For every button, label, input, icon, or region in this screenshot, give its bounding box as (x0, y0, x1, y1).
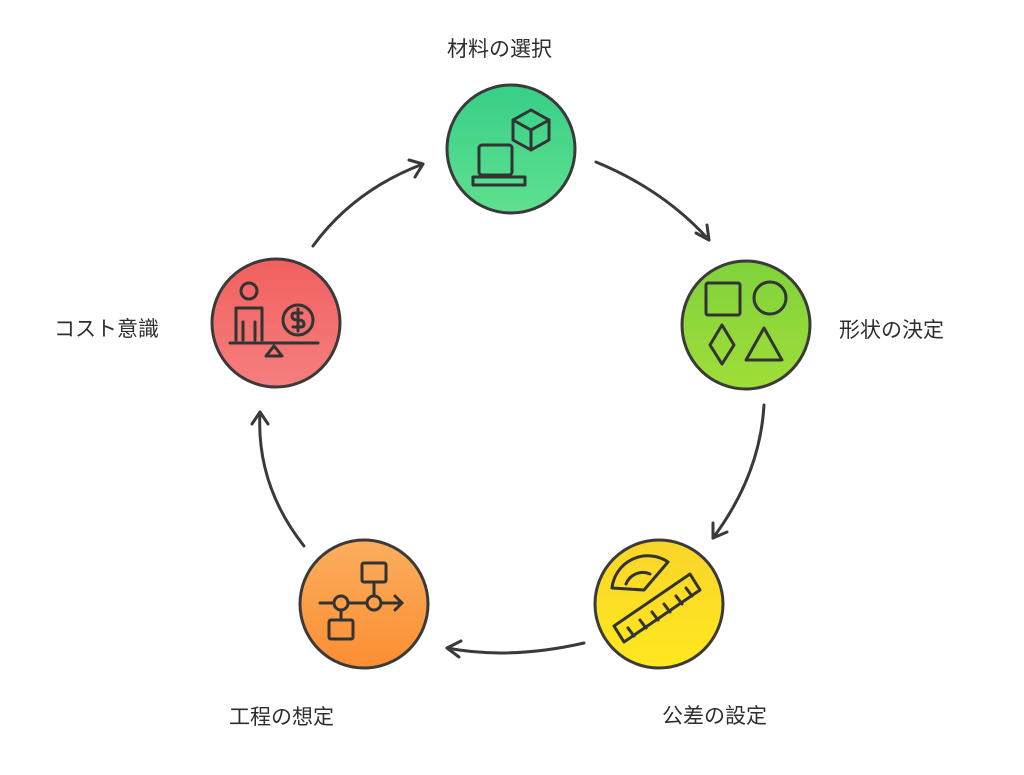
arrow-material-to-shape (594, 160, 711, 242)
arrow-tolerance-to-process (445, 639, 586, 659)
node-cost-label: コスト意識 (54, 317, 159, 341)
node-material-label: 材料の選択 (447, 37, 552, 61)
node-material (445, 83, 577, 215)
flowchart-icon (318, 561, 404, 641)
protractor-ruler-icon (610, 554, 702, 644)
laptop-cube-icon (471, 108, 551, 187)
node-cost-circle (210, 257, 342, 389)
node-cost (210, 257, 342, 389)
node-tolerance-label: 公差の設定 (662, 704, 767, 728)
arrow-shape-to-tolerance (711, 403, 766, 540)
shapes-icon (704, 280, 788, 366)
node-shape-circle (680, 259, 812, 391)
node-shape-label: 形状の決定 (839, 318, 944, 342)
node-tolerance-circle (593, 538, 725, 670)
person-balance-coin-icon (228, 281, 320, 358)
arrow-process-to-cost (250, 410, 306, 548)
node-process (298, 538, 430, 670)
arrow-cost-to-material (311, 158, 425, 248)
node-process-label: 工程の想定 (229, 705, 334, 729)
node-shape (680, 259, 812, 391)
node-tolerance (593, 538, 725, 670)
